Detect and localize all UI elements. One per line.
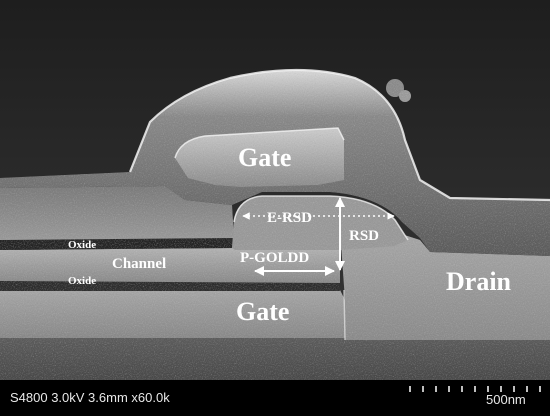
label-gate-top: Gate: [238, 143, 291, 172]
label-drain: Drain: [446, 267, 512, 296]
label-oxide-bottom: Oxide: [68, 275, 96, 287]
gate-edge: [174, 127, 345, 159]
top-oxide-layer: [0, 238, 235, 250]
surface-debris: [386, 79, 404, 97]
label-rsd: RSD: [349, 228, 379, 244]
label-e-rsd: E-RSD: [267, 210, 312, 226]
label-channel: Channel: [112, 256, 166, 272]
middle-dielectric: [0, 186, 234, 240]
bottom-oxide-layer: [0, 280, 340, 291]
surface-debris-2: [399, 90, 411, 102]
instrument-info: S4800 3.0kV 3.6mm x60.0k: [10, 390, 170, 405]
rsd-edge: [233, 195, 409, 241]
passivation-edge: [128, 68, 550, 202]
label-p-goldd: P-GOLDD: [240, 250, 309, 266]
scale-label: 500nm: [486, 392, 526, 407]
label-gate-bottom: Gate: [236, 297, 289, 326]
top-gate-face: [175, 128, 344, 187]
bottom-gate-layer: [0, 290, 345, 338]
scale-bar: [409, 386, 541, 392]
rsd-region: [232, 196, 408, 250]
info-bar: [0, 380, 550, 416]
label-oxide-top: Oxide: [68, 239, 96, 251]
drain-step-edge: [343, 289, 346, 341]
drain-region: [340, 230, 550, 340]
